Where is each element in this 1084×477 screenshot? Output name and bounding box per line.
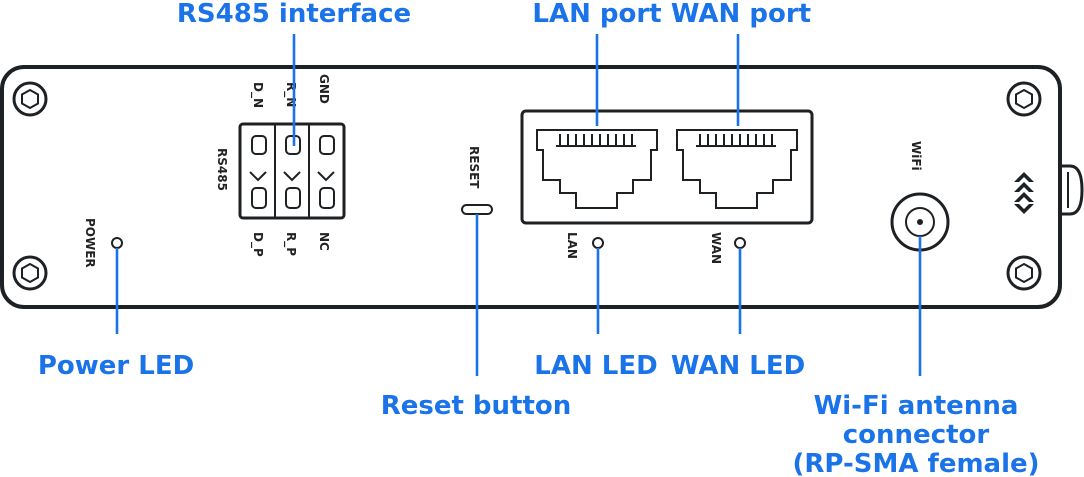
callout-rs485-interface: RS485 interface bbox=[177, 0, 411, 29]
power-label: POWER bbox=[83, 218, 97, 268]
rs485-terminal-block bbox=[238, 122, 346, 220]
ethernet-ports-housing bbox=[520, 109, 814, 225]
callout-lan-port: LAN port bbox=[532, 0, 661, 29]
rs485-label: RS485 bbox=[215, 148, 229, 191]
pin-label-r-p: R_P bbox=[283, 232, 298, 256]
callout-lan-led: LAN LED bbox=[534, 351, 657, 381]
pin-label-d-n: D_N bbox=[250, 82, 265, 108]
callout-wan-led: WAN LED bbox=[671, 351, 805, 381]
brand-logo-icon bbox=[1014, 172, 1034, 214]
pin-label-gnd: GND bbox=[317, 74, 331, 104]
mounting-screw-top-right-icon bbox=[1006, 81, 1042, 117]
mounting-screw-bottom-right-icon bbox=[1006, 255, 1042, 291]
reset-label: RESET bbox=[467, 146, 481, 189]
lan-port-icon bbox=[536, 129, 658, 209]
pin-label-r-n: R_N bbox=[283, 82, 298, 107]
mounting-screw-top-left-icon bbox=[12, 81, 48, 117]
wifi-label: WiFi bbox=[909, 141, 923, 171]
callout-wifi-antenna-line1: Wi-Fi antenna bbox=[814, 391, 1019, 421]
wan-port-icon bbox=[676, 129, 798, 209]
callout-reset-button: Reset button bbox=[381, 391, 572, 421]
callout-wifi-antenna-line3: (RP-SMA female) bbox=[792, 449, 1039, 477]
callout-wifi-antenna-line2: connector bbox=[843, 420, 990, 450]
callout-wan-port: WAN port bbox=[671, 0, 811, 29]
wan-label: WAN bbox=[709, 232, 723, 264]
callout-power-led: Power LED bbox=[38, 351, 194, 381]
leader-lines bbox=[115, 34, 922, 376]
device-body bbox=[0, 65, 1084, 309]
pin-label-d-p: D_P bbox=[250, 232, 265, 257]
pin-label-nc: NC bbox=[317, 232, 331, 251]
mounting-screw-bottom-left-icon bbox=[12, 255, 48, 291]
lan-label: LAN bbox=[565, 232, 579, 259]
